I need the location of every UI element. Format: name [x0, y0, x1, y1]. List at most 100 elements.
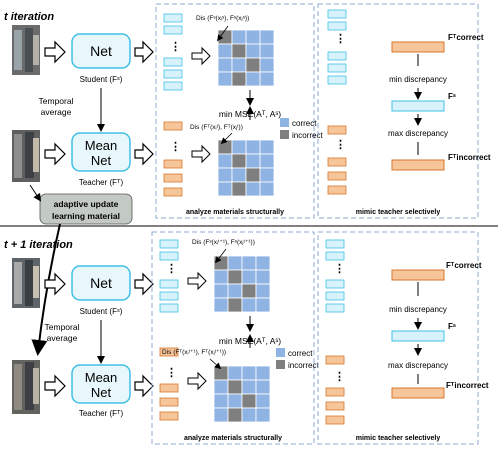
- matrix-cell: [255, 407, 271, 423]
- matrix-cell: [255, 255, 271, 271]
- student-caption: Student (Fˢ): [80, 307, 123, 316]
- max-discrepancy: max discrepancy: [388, 129, 448, 138]
- matrix-cell: [217, 153, 233, 169]
- teacher-affinity-matrix: [217, 139, 275, 197]
- matrix-cell: [231, 167, 247, 183]
- matrix-cell: [213, 255, 229, 271]
- analyze-box: [151, 231, 315, 445]
- temporal-label: Temporal: [39, 96, 74, 106]
- matrix-cell: [255, 365, 271, 381]
- matrix-cell: [259, 167, 275, 183]
- teacher-dis-label: Dis (Fᵀ(xᵢᵗ⁺¹), Fᵀ(xⱼᵗ⁺¹)): [162, 349, 226, 356]
- ellipsis: ⋮: [166, 263, 177, 275]
- max-discrepancy: max discrepancy: [388, 361, 448, 370]
- matrix-cell: [245, 57, 261, 73]
- hollow-right-arrow-icon: [44, 142, 66, 166]
- matrix-cell: [259, 153, 275, 169]
- legend-correct: correct: [288, 349, 313, 358]
- mimic-student-bars: [327, 9, 347, 195]
- feature-bar: [325, 415, 345, 425]
- matrix-cell: [217, 57, 233, 73]
- mimic-box: [317, 3, 479, 219]
- feature-bar: [327, 185, 347, 195]
- analyze-caption: analyze materials structurally: [186, 209, 284, 216]
- adaptive-label-2: learning material: [52, 211, 120, 221]
- student-net-label: Net: [90, 275, 112, 291]
- student-net-label: Net: [90, 43, 112, 59]
- f-correct-label: Fᵀcorrect: [446, 261, 482, 270]
- fs-label: Fˢ: [448, 92, 456, 101]
- ellipsis: ⋮: [166, 367, 177, 379]
- feature-bar: [163, 81, 183, 91]
- matrix-cell: [217, 139, 233, 155]
- feature-bar: [159, 383, 179, 393]
- matrix-cell: [259, 71, 275, 87]
- matrix-cell: [231, 57, 247, 73]
- feature-bar: [327, 75, 347, 85]
- matrix-cell: [241, 283, 257, 299]
- matrix-cell: [241, 297, 257, 313]
- feature-bar: [159, 251, 179, 261]
- matrix-cell: [245, 181, 261, 197]
- mse-label: min MSE(Aᵀ, Aˢ): [219, 336, 281, 346]
- min-discrepancy: min discrepancy: [389, 305, 447, 314]
- temporal-label-2: average: [41, 107, 72, 117]
- matrix-cell: [255, 379, 271, 395]
- feature-bar: [159, 397, 179, 407]
- matrix-cell: [217, 181, 233, 197]
- hollow-right-arrow-icon: [134, 142, 154, 166]
- matrix-cell: [259, 181, 275, 197]
- student-dis-label: Dis (Fˢ(xᵢᵗ⁺¹), Fˢ(xⱼᵗ⁺¹)): [192, 239, 255, 246]
- matrix-cell: [227, 297, 243, 313]
- matrix-cell: [255, 393, 271, 409]
- mimic-caption: mimic teacher selectively: [356, 435, 441, 442]
- matrix-cell: [241, 407, 257, 423]
- mimic-box: [317, 231, 479, 445]
- feature-bar: [159, 239, 179, 249]
- matrix-cell: [245, 153, 261, 169]
- feature-bar: [159, 303, 179, 313]
- feature-bar: [159, 279, 179, 289]
- feature-bar: [325, 401, 345, 411]
- matrix-cell: [255, 297, 271, 313]
- matrix-cell: [213, 365, 229, 381]
- student-net-box: [71, 265, 131, 301]
- iteration-label: t iteration: [4, 11, 54, 23]
- hollow-right-arrow-icon: [44, 40, 66, 64]
- adaptive-label-1: adaptive update: [54, 199, 119, 209]
- teacher-net-label-1: Mean: [85, 370, 118, 385]
- student-caption: Student (Fˢ): [80, 75, 123, 84]
- hollow-right-arrow-icon: [134, 40, 154, 64]
- matrix-cell: [227, 255, 243, 271]
- feature-bar: [327, 51, 347, 61]
- ellipsis: ⋮: [170, 41, 181, 53]
- feature-bar: [159, 291, 179, 301]
- feature-bar: [327, 125, 347, 135]
- person-image-strip-icon: [12, 130, 40, 182]
- analyze-caption: analyze materials structurally: [184, 435, 282, 442]
- matrix-cell: [227, 269, 243, 285]
- ellipsis: ⋮: [170, 141, 181, 153]
- feature-bar: [325, 239, 345, 249]
- matrix-cell: [217, 71, 233, 87]
- matrix-cell: [227, 379, 243, 395]
- matrix-cell: [213, 269, 229, 285]
- feature-bar: [163, 57, 183, 67]
- iteration-label: t + 1 iteration: [4, 239, 73, 251]
- section-t-plus-1-iteration: t + 1 iteration Net Student (Fˢ) Tempora…: [4, 231, 489, 445]
- matrix-cell: [245, 71, 261, 87]
- teacher-caption: Teacher (Fᵀ): [79, 178, 124, 187]
- f-incorrect-label: Fᵀincorrect: [448, 153, 491, 162]
- ellipsis: ⋮: [334, 263, 345, 275]
- person-image-strip-icon: [12, 360, 40, 414]
- feature-bar: [327, 171, 347, 181]
- teacher-feature-bars: [163, 121, 183, 197]
- adaptive-update-box: [39, 193, 133, 225]
- matrix-cell: [259, 43, 275, 59]
- mse-label: min MSE(Aᵀ, Aˢ): [219, 109, 281, 119]
- matrix-cell: [217, 167, 233, 183]
- teacher-net-label-2: Net: [91, 385, 112, 400]
- feature-bar: [163, 121, 183, 131]
- matrix-cell: [245, 139, 261, 155]
- ellipsis: ⋮: [335, 139, 346, 151]
